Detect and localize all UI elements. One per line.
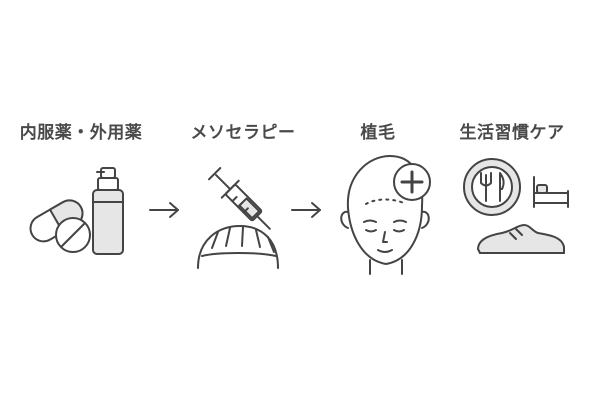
arrow-right-icon [149, 202, 179, 218]
arrow-right-icon [291, 202, 321, 218]
medicine-pills-spray-icon [29, 167, 124, 255]
lifestyle-meal-bed-shoe-icon [463, 158, 569, 254]
step-label-mesotherapy: メソセラピー [190, 123, 296, 143]
syringe-scalp-icon [197, 167, 279, 269]
step-label-hair-transplant: 植毛 [360, 123, 396, 143]
head-hair-transplant-icon [340, 155, 431, 275]
step-label-oral-topical-medicine: 内服薬・外用薬 [19, 123, 143, 143]
step-label-lifestyle-care: 生活習慣ケア [459, 123, 565, 143]
